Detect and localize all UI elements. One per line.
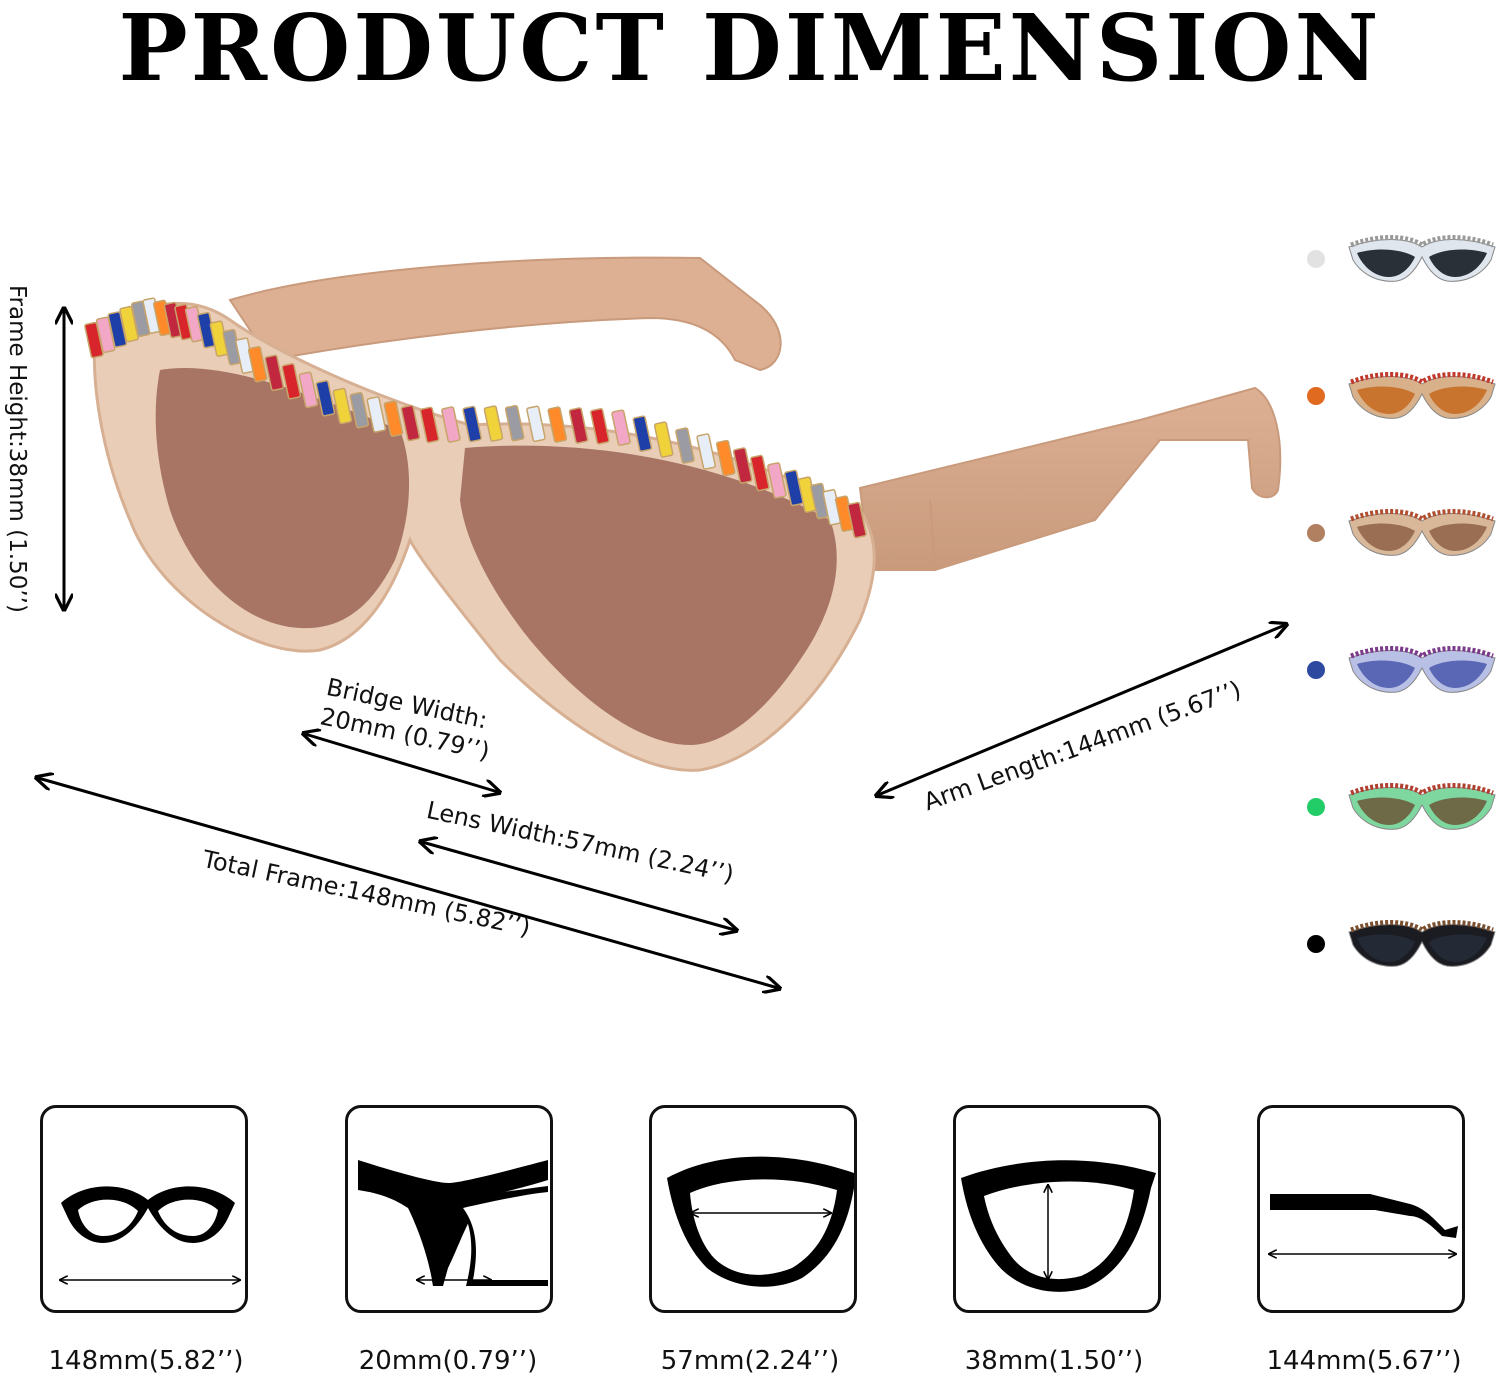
glasses-front-icon [43, 1186, 245, 1310]
spec-label-frame-height: 38mm(1.50’’) [964, 1346, 1144, 1376]
spec-icon-lens-width [649, 1105, 857, 1313]
rhinestone-gem [264, 354, 285, 392]
rhinestone-gem [590, 408, 610, 445]
rhinestone-gem [349, 391, 370, 429]
rhinestone-gem [568, 407, 589, 444]
rhinestone-gem [419, 406, 440, 444]
glasses-lens-icon [667, 1156, 854, 1287]
right-lens [460, 445, 837, 745]
total-frame-arrow [38, 778, 778, 988]
color-option-3[interactable] [1307, 499, 1500, 569]
color-option-5[interactable] [1307, 773, 1500, 843]
color-dot [1307, 935, 1325, 953]
spec-icon-bridge-width [345, 1105, 553, 1313]
sunglasses-thumbnail [1348, 646, 1496, 693]
color-dot [1307, 798, 1325, 816]
color-dot [1307, 661, 1325, 679]
color-option-1[interactable] [1307, 225, 1500, 295]
glasses-height-icon [961, 1160, 1156, 1292]
back-temple [228, 256, 782, 372]
rhinestone-gem [281, 363, 302, 400]
spec-label-arm-length: 144mm(5.67’’) [1266, 1346, 1462, 1376]
sunglasses-thumbnail [1348, 920, 1496, 967]
glasses-bridge-icon [358, 1160, 548, 1286]
rhinestone-gem [632, 415, 653, 452]
rhinestone-gem [400, 404, 421, 442]
rhinestone-gem [653, 421, 674, 458]
rhinestone-gem [247, 345, 268, 383]
front-temple [858, 386, 1282, 571]
rhinestone-gem [732, 447, 753, 484]
rhinestone-gem [483, 405, 504, 442]
rhinestone-gem [696, 433, 716, 470]
spec-icon-total-frame [40, 1105, 248, 1313]
color-option-4[interactable] [1307, 636, 1500, 706]
rhinestone-gem [366, 396, 387, 433]
rhinestone-gem [441, 406, 461, 443]
spec-icon-arm-length [1257, 1105, 1465, 1313]
rhinestone-gem [298, 371, 319, 409]
color-dot [1307, 524, 1325, 542]
rhinestone-gem [715, 439, 736, 477]
color-dot [1307, 250, 1325, 268]
sunglasses-thumbnail [1348, 372, 1496, 419]
rhinestone-gem [383, 400, 404, 437]
page-title: PRODUCT DIMENSION [118, 0, 1382, 102]
color-dot [1307, 387, 1325, 405]
sunglasses-thumbnail [1348, 235, 1496, 282]
frame-height-label: Frame Height:38mm (1.50’’) [4, 285, 30, 613]
spec-label-total-frame: 148mm(5.82’’) [48, 1346, 244, 1376]
sunglasses-thumbnail [1348, 783, 1496, 830]
rhinestone-gem [332, 387, 353, 425]
rhinestone-gem [547, 406, 568, 443]
glasses-arm-icon [1260, 1194, 1458, 1310]
rhinestone-gem [750, 454, 770, 492]
rhinestone-gem [504, 404, 525, 442]
spec-label-bridge-width: 20mm(0.79’’) [358, 1346, 538, 1376]
rhinestone-gem [462, 405, 482, 443]
rhinestone-gem [315, 380, 336, 417]
rhinestone-gem [767, 462, 787, 499]
rhinestone-row [84, 297, 867, 539]
rhinestone-gem [847, 501, 867, 539]
sunglasses-thumbnail [1348, 509, 1496, 556]
left-lens [155, 368, 410, 629]
rhinestone-gem [675, 427, 695, 464]
color-option-2[interactable] [1307, 362, 1500, 432]
arm-length-arrow [878, 625, 1285, 795]
rhinestone-gem [526, 405, 546, 443]
rhinestone-gem [611, 409, 631, 446]
spec-icon-frame-height [953, 1105, 1161, 1313]
spec-label-lens-width: 57mm(2.24’’) [660, 1346, 840, 1376]
color-option-6[interactable] [1307, 910, 1500, 980]
